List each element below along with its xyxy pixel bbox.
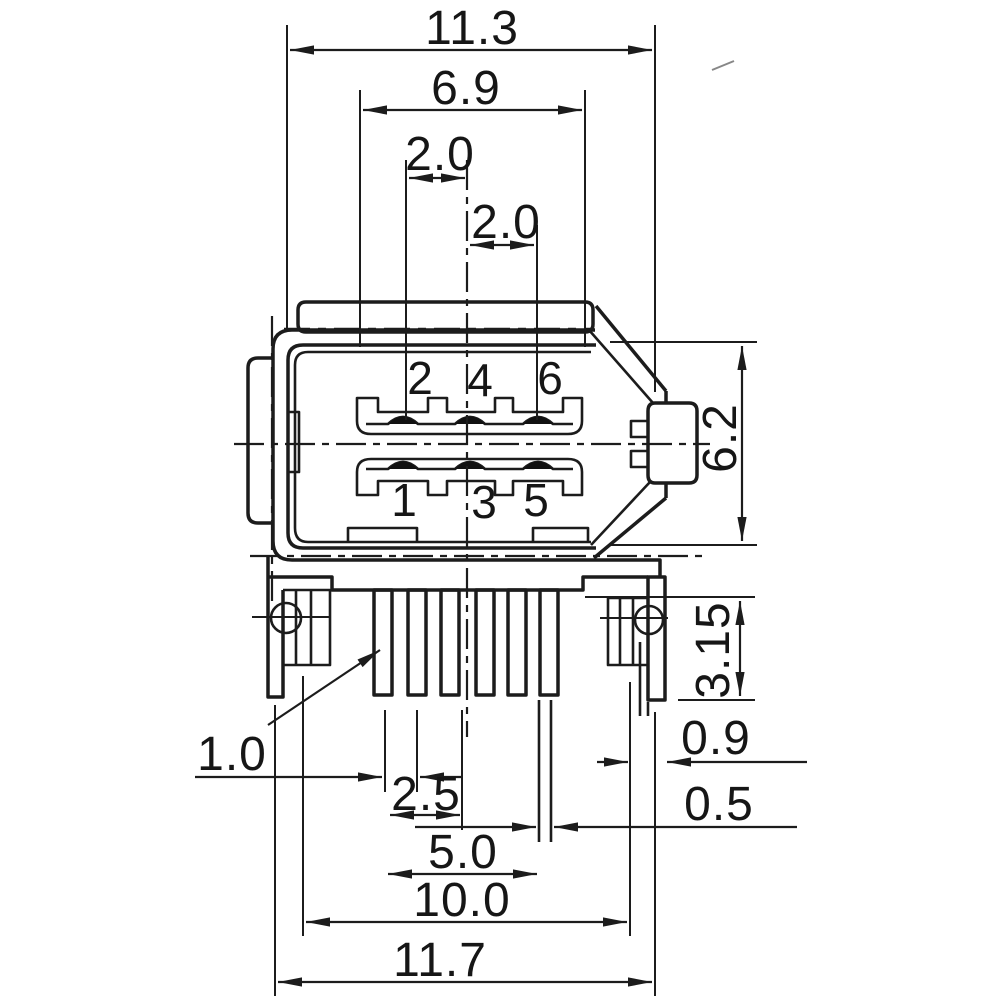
pin-6-label: 6 <box>537 352 563 404</box>
dim-leg-tail-label: 0.9 <box>681 712 751 765</box>
rear-plate <box>246 356 273 525</box>
pin-5-label: 5 <box>523 474 549 526</box>
dim-pin-span-label: 5.0 <box>428 826 498 879</box>
nose-notch-upper <box>629 419 648 439</box>
contact-4 <box>455 416 485 424</box>
dim-leg-length-label: 3.15 <box>687 601 740 698</box>
pin-2 <box>406 588 428 697</box>
contact-2 <box>388 416 418 424</box>
nose-notch-lower <box>629 449 648 469</box>
pin-2-label: 2 <box>407 352 433 404</box>
dimension-labels: 11.3 6.9 2.0 2.0 6.2 3.15 1.0 2.5 5.0 10… <box>197 2 754 987</box>
pin-3 <box>439 588 461 697</box>
dim-body-height-label: 6.2 <box>694 403 747 473</box>
chamfer-bottom-outer <box>592 496 668 560</box>
contact-6 <box>523 416 553 424</box>
extension-lines <box>274 25 757 996</box>
pin-6 <box>538 588 560 697</box>
bottom-tab-right <box>531 526 590 543</box>
pin-4-label: 4 <box>467 354 493 406</box>
upper-contact-row <box>355 396 584 436</box>
right-bracket <box>600 596 668 667</box>
latch-knob <box>646 401 699 485</box>
dim-pitch-left-label: 2.0 <box>405 128 475 181</box>
pin-number-labels: 2 4 6 1 3 5 <box>391 352 563 528</box>
dim-pin-tip-label: 0.5 <box>684 778 754 831</box>
top-cap <box>296 300 595 334</box>
left-wall-tab <box>286 410 301 474</box>
contact-1 <box>388 461 418 469</box>
left-leg <box>266 556 285 699</box>
dim-leg-span-label: 10.0 <box>413 874 510 927</box>
dim-pin-pitch-label: 2.5 <box>391 768 461 821</box>
lower-contact-row <box>355 457 584 497</box>
dimension-lines <box>195 45 807 987</box>
pin-4 <box>474 588 496 697</box>
dim-pitch-right-label: 2.0 <box>471 196 541 249</box>
bottom-tab-left <box>346 526 419 543</box>
dim-bottom-width-label: 11.7 <box>393 934 487 987</box>
dim-top-width-label: 11.3 <box>425 2 519 55</box>
contact-5 <box>523 461 553 469</box>
contact-3 <box>455 461 485 469</box>
pin-5 <box>506 588 528 697</box>
housing-inner <box>293 350 591 544</box>
solder-pins <box>372 588 560 842</box>
chamfer-top-inner <box>588 329 654 404</box>
pin-3-label: 3 <box>471 476 497 528</box>
connector-outline <box>234 160 710 842</box>
pin-1-label: 1 <box>391 474 417 526</box>
left-bracket <box>252 588 332 667</box>
chamfer-bottom-inner <box>590 481 651 546</box>
scan-artifact-mark <box>711 60 735 71</box>
pin-1 <box>372 588 394 697</box>
base-edge <box>268 575 648 592</box>
right-leg <box>646 575 667 702</box>
dim-pin-width-label: 1.0 <box>197 728 267 781</box>
dim-shell-width-label: 6.9 <box>431 62 501 115</box>
